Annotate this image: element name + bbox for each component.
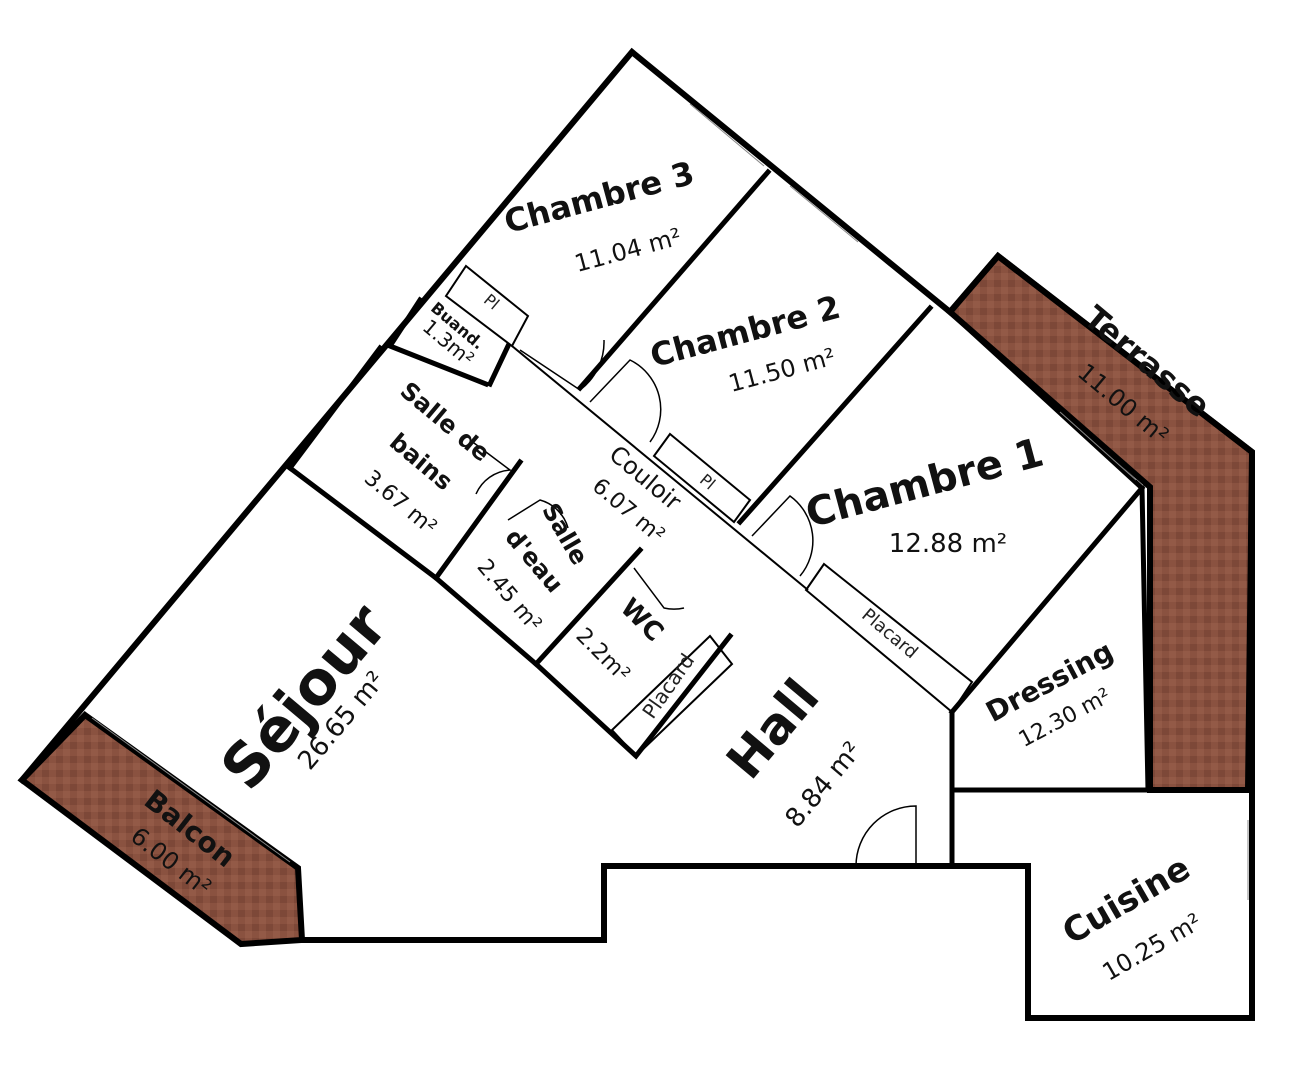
closet-pl-chambre2 (652, 432, 752, 524)
svg-text:8.84 m²: 8.84 m² (780, 736, 868, 833)
door-wc[interactable] (633, 567, 685, 610)
wall-dressing (949, 485, 1151, 793)
outer-wall (17, 47, 1255, 1021)
label-hall: Hall (715, 668, 830, 789)
area-chambre1: 12.88 m² (889, 529, 1007, 559)
window-sejour (91, 717, 291, 863)
closet-placard-chambre1 (804, 562, 974, 714)
svg-text:12.88 m²: 12.88 m² (889, 529, 1007, 559)
svg-text:Chambre 1: Chambre 1 (801, 430, 1048, 538)
svg-text:WC: WC (614, 593, 669, 648)
closet-placard-wc (610, 634, 734, 758)
label-wc: WC (614, 593, 669, 648)
label-chambre1: Chambre 1 (801, 430, 1048, 538)
area-chambre3: 11.04 m² (571, 223, 684, 278)
area-hall: 8.84 m² (780, 736, 868, 833)
closet-pl-chambre3 (444, 264, 530, 348)
window-chambre1 (1059, 411, 1137, 481)
area-wc: 2.2m² (571, 623, 635, 687)
wall-buand (386, 296, 490, 388)
label-pl-chambre2: Pl (696, 470, 719, 494)
svg-text:Hall: Hall (715, 668, 830, 789)
wall-couloir-upper-line (511, 345, 809, 591)
svg-text:Pl: Pl (696, 470, 719, 494)
door-salle-bains[interactable] (469, 439, 513, 495)
wall-chambre2-chambre1 (736, 304, 934, 526)
window-chambre3 (689, 103, 765, 167)
door-chambre1[interactable] (751, 495, 814, 577)
window-chambre2 (789, 185, 859, 243)
wall-salle-bains-left (286, 344, 384, 472)
door-entrance[interactable] (855, 805, 917, 867)
wall-couloir-upper (486, 342, 512, 388)
door-salle-eau[interactable] (507, 499, 569, 529)
svg-text:2.2m²: 2.2m² (571, 623, 635, 687)
door-chambre3[interactable] (519, 339, 605, 391)
svg-text:11.04 m²: 11.04 m² (571, 223, 684, 278)
wall-wc (532, 632, 734, 760)
wall-chambre3-chambre2 (576, 168, 772, 392)
door-chambre2[interactable] (589, 359, 662, 443)
